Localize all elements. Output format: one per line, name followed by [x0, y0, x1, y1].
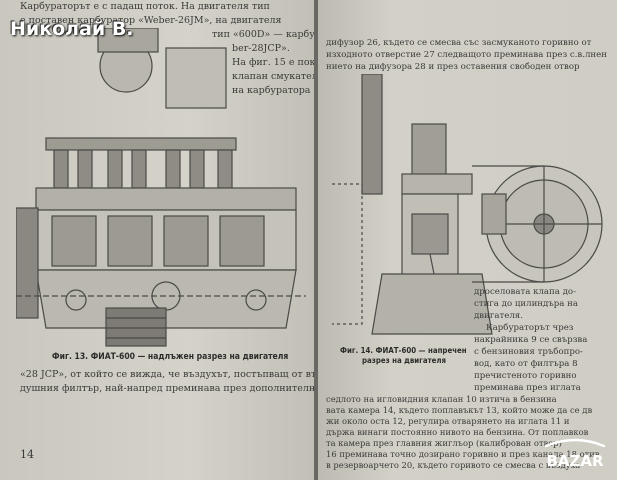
left-top-line: е поставен карбуратор «Weber-26JM», на д…: [20, 15, 282, 26]
right-side-line: дроселовата клапа до-: [474, 287, 576, 297]
left-top-line: На фиг. 15 е показан: [232, 57, 314, 68]
right-side-line: двигателя.: [474, 311, 523, 321]
left-top-line: ber-28JCP».: [232, 43, 290, 54]
page-number: 14: [20, 448, 34, 461]
book-gutter: [314, 0, 318, 480]
figure-13-caption: Фиг. 13. ФИАТ-600 — надлъжен разрез на д…: [52, 352, 289, 362]
left-bottom-line: душния филтър, най-напред преминава през…: [20, 383, 314, 394]
left-top-line: тип «600D» — карбуратор «Wе-: [212, 29, 314, 40]
right-bottom-line: в резервоарчето 20, където горивото се с…: [326, 460, 581, 470]
left-bottom-line: «28 JCP», от който се вижда, че въздухът…: [20, 369, 314, 380]
right-side-line: накрайника 9 се свързва: [474, 335, 588, 345]
right-side-line: с бензиновия тръбопро-: [474, 347, 583, 357]
right-top-line: дифузор 26, където се смесва със засмука…: [326, 38, 592, 48]
engine-longitudinal-section-figure: [16, 28, 306, 347]
right-bottom-line: седлото на игловидния клапан 10 изтича в…: [326, 394, 557, 404]
right-page: дифузор 26, където се смесва със засмука…: [318, 0, 617, 480]
left-top-line: клапан смукателния разрез: [232, 71, 314, 82]
right-side-line: стига до цилиндъра на: [474, 299, 578, 309]
right-side-line: пречистеното горивно: [474, 371, 577, 381]
right-bottom-line: жи около оста 12, регулира отварянето на…: [326, 416, 570, 426]
figure-14-caption-line2: разрез на двигателя: [362, 356, 447, 365]
left-page: Карбураторът е с падащ поток. На двигате…: [0, 0, 314, 480]
figure-14-caption-line1: Фиг. 14. ФИАТ-600 — напречен: [340, 346, 467, 355]
left-top-line: Карбураторът е с падащ поток. На двигате…: [20, 1, 270, 12]
right-bottom-line: държа винаги постоянно нивото на бензина…: [326, 427, 589, 437]
right-side-line: преминава през иглата: [474, 383, 581, 393]
bazar-logo-icon: BAZAR: [544, 438, 606, 470]
right-bottom-line: 16 преминава точно дозирано горивно и пр…: [326, 449, 600, 459]
right-top-line: изходното отверстие 27 следващото премин…: [326, 50, 607, 60]
right-side-line: вод, като от филтъра 8: [474, 359, 578, 369]
engine-transverse-section-figure: [332, 74, 603, 335]
left-top-line: на карбуратора: [232, 85, 311, 96]
seller-watermark: Николай В.: [10, 18, 134, 40]
right-bottom-line: вата камера 14, където поплавъкът 13, ко…: [326, 405, 593, 415]
right-top-line: нието на дифузора 28 и през оставения св…: [326, 62, 580, 72]
bazar-logo-text: BAZAR: [546, 452, 604, 470]
right-side-line: Карбураторът чрез: [486, 323, 574, 333]
right-bottom-line: та камера през главния жиглъор (калибров…: [326, 438, 562, 448]
